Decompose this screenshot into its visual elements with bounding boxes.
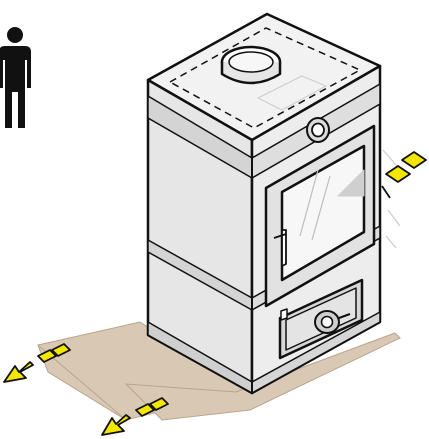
- arrow-back-right-icon: [382, 152, 426, 198]
- person-icon: [0, 27, 31, 128]
- wall-lines: [383, 150, 400, 248]
- flue-collar: [222, 47, 280, 83]
- air-control-knob: [307, 118, 329, 142]
- stove-icon: [148, 14, 380, 393]
